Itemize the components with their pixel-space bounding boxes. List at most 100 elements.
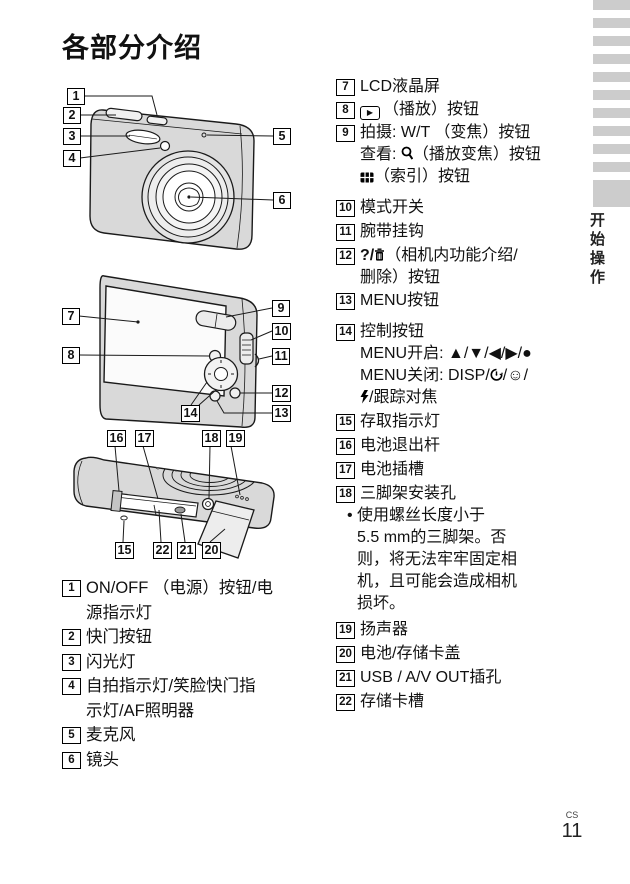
callout-11: 11 bbox=[272, 348, 291, 365]
part-item-9: 9 拍摄: W/T （变焦）按钮 查看: （播放变焦）按钮 （索引）按钮 bbox=[336, 122, 582, 188]
part-item-19: 19 扬声器 bbox=[336, 619, 582, 641]
part-text: ON/OFF （电源）按钮/电 bbox=[86, 579, 273, 597]
part-item-12: 12 ?/（相机内功能介绍/ 删除）按钮 bbox=[336, 245, 582, 289]
camera-front-art bbox=[79, 95, 274, 250]
part-number: 16 bbox=[336, 438, 355, 455]
part-text-line: /跟踪对焦 bbox=[360, 387, 582, 409]
self-timer-icon bbox=[490, 368, 503, 381]
smile-icon: ☺ bbox=[507, 367, 524, 384]
part-text: 自拍指示灯/笑脸快门指 bbox=[86, 677, 256, 695]
section-tab-band bbox=[593, 18, 630, 28]
camera-bottom-diagram: 16 17 18 19 15 22 21 20 bbox=[58, 425, 316, 573]
play-icon: ▶ bbox=[360, 106, 380, 120]
callout-18: 18 bbox=[202, 430, 221, 447]
page-title: 各部分介绍 bbox=[62, 33, 202, 63]
part-text: 镜头 bbox=[86, 750, 119, 769]
part-text: LCD液晶屏 bbox=[360, 78, 441, 95]
footer-language-code: CS bbox=[565, 810, 579, 820]
part-text: 存储卡槽 bbox=[360, 693, 425, 710]
part-item-10: 10 模式开关 bbox=[336, 197, 582, 219]
part-text: 模式开关 bbox=[360, 199, 425, 216]
section-tab-band bbox=[593, 54, 630, 64]
part-number: 22 bbox=[336, 694, 355, 711]
part-number: 21 bbox=[336, 670, 355, 687]
callout-4: 4 bbox=[63, 150, 81, 167]
callout-17: 17 bbox=[135, 430, 154, 447]
callout-20: 20 bbox=[202, 542, 221, 559]
part-text-line: MENU关闭: DISP//☺/ bbox=[360, 367, 529, 384]
callout-16: 16 bbox=[107, 430, 126, 447]
part-text: 电池/存储卡盖 bbox=[360, 645, 461, 662]
part-number: 20 bbox=[336, 646, 355, 663]
part-text: 电池插槽 bbox=[360, 461, 425, 478]
section-tab-band bbox=[593, 126, 630, 136]
part-item-2: 2 快门按钮 bbox=[62, 625, 338, 650]
callout-1: 1 bbox=[67, 88, 85, 105]
callout-21: 21 bbox=[177, 542, 196, 559]
index-icon bbox=[360, 172, 374, 183]
callout-15: 15 bbox=[115, 542, 134, 559]
part-item-5: 5 麦克风 bbox=[62, 723, 338, 748]
part-item-22: 22 存储卡槽 bbox=[336, 691, 582, 713]
part-text: 控制按钮 bbox=[360, 323, 425, 340]
part-number: 17 bbox=[336, 462, 355, 479]
part-item-17: 17 电池插槽 bbox=[336, 459, 582, 481]
part-item-15: 15 存取指示灯 bbox=[336, 411, 582, 433]
camera-back-diagram: 7 8 9 10 11 12 13 14 bbox=[58, 270, 306, 432]
part-text: USB / A/V OUT插孔 bbox=[360, 669, 502, 686]
callout-8: 8 bbox=[62, 347, 80, 364]
callout-13: 13 bbox=[272, 405, 291, 422]
part-text: 闪光灯 bbox=[86, 652, 136, 671]
callout-10: 10 bbox=[272, 323, 291, 340]
part-text: 腕带挂钩 bbox=[360, 223, 425, 240]
flash-icon bbox=[360, 390, 369, 404]
part-note: • 使用螺丝长度小于 5.5 mm的三脚架。否 则，将无法牢牢固定相 机，且可能… bbox=[347, 505, 582, 615]
part-text: 拍摄: W/T （变焦）按钮 bbox=[360, 124, 531, 141]
callout-14: 14 bbox=[181, 405, 200, 422]
section-tab-band bbox=[593, 108, 630, 118]
callout-7: 7 bbox=[62, 308, 80, 325]
part-item-18: 18 三脚架安装孔 • 使用螺丝长度小于 5.5 mm的三脚架。否 则，将无法牢… bbox=[336, 483, 582, 615]
part-number: 1 bbox=[62, 580, 81, 597]
trash-icon bbox=[375, 248, 385, 261]
part-item-1: 1 ON/OFF （电源）按钮/电 源指示灯 bbox=[62, 576, 338, 625]
camera-front-diagram: 1 2 3 4 5 6 bbox=[58, 85, 306, 263]
section-tab-band bbox=[593, 36, 630, 46]
callout-19: 19 bbox=[226, 430, 245, 447]
part-number: 10 bbox=[336, 200, 355, 217]
part-number: 18 bbox=[336, 486, 355, 503]
part-number: 13 bbox=[336, 293, 355, 310]
part-text: 存取指示灯 bbox=[360, 413, 441, 430]
part-item-4: 4 自拍指示灯/笑脸快门指 示灯/AF照明器 bbox=[62, 674, 338, 723]
callout-9: 9 bbox=[272, 300, 290, 317]
part-item-13: 13 MENU按钮 bbox=[336, 290, 582, 312]
section-tab-band bbox=[593, 162, 630, 172]
part-number: 7 bbox=[336, 79, 355, 96]
part-number: 4 bbox=[62, 678, 81, 695]
part-text: 电池退出杆 bbox=[360, 437, 441, 454]
part-text: 扬声器 bbox=[360, 621, 409, 638]
part-item-7: 7 LCD液晶屏 bbox=[336, 76, 582, 98]
section-tab-band bbox=[593, 90, 630, 100]
part-number: 9 bbox=[336, 125, 355, 142]
section-tab-band bbox=[593, 0, 630, 10]
part-text: （播放）按钮 bbox=[383, 101, 480, 118]
part-number: 19 bbox=[336, 622, 355, 639]
part-text: 源指示灯 bbox=[86, 603, 152, 622]
callout-5: 5 bbox=[273, 128, 291, 145]
callout-2: 2 bbox=[63, 107, 81, 124]
part-text: 删除）按钮 bbox=[360, 269, 441, 286]
part-item-16: 16 电池退出杆 bbox=[336, 435, 582, 457]
part-number: 12 bbox=[336, 248, 355, 265]
playback-zoom-icon bbox=[401, 146, 414, 160]
part-text: 麦克风 bbox=[86, 726, 136, 744]
parts-list-left: 1 ON/OFF （电源）按钮/电 源指示灯 2 快门按钮 3 闪光灯 4 自拍… bbox=[62, 576, 338, 772]
part-text: MENU按钮 bbox=[360, 292, 440, 309]
callout-3: 3 bbox=[63, 128, 81, 145]
part-text-line: （索引）按钮 bbox=[360, 166, 582, 188]
part-item-3: 3 闪光灯 bbox=[62, 650, 338, 675]
part-item-8: 8 ▶（播放）按钮 bbox=[336, 99, 582, 121]
section-tab-band-active bbox=[593, 180, 630, 207]
camera-back-art bbox=[78, 275, 273, 428]
bullet: • bbox=[347, 507, 353, 524]
